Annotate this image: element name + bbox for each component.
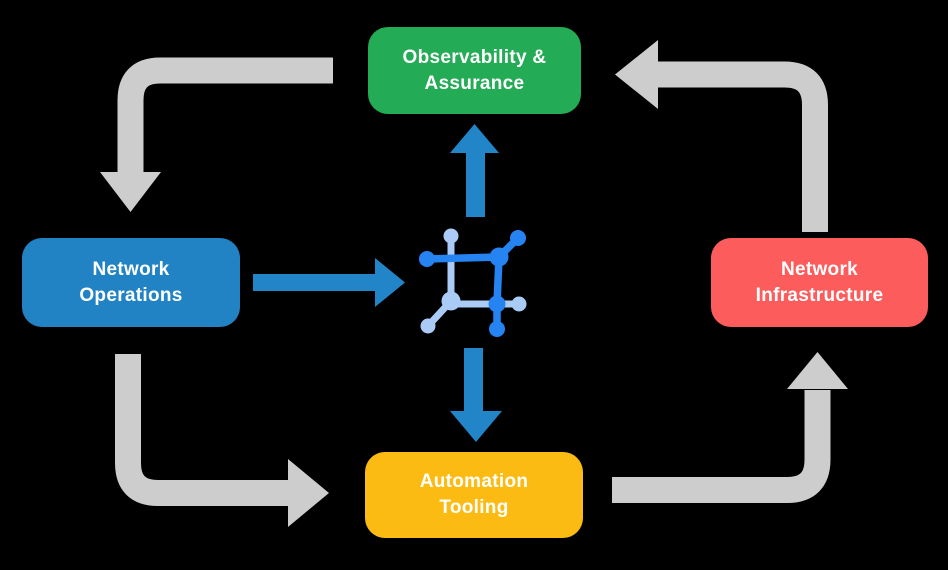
node-label-line: Automation	[419, 471, 529, 492]
node-label-line: Tooling	[439, 497, 509, 518]
node-label-line: Observability &	[402, 46, 547, 68]
network-mesh-dark-branch	[419, 230, 526, 337]
node-label-line: Infrastructure	[755, 284, 884, 306]
node-label-line: Operations	[79, 284, 183, 306]
node-label: Network Infrastructure	[756, 257, 884, 309]
flow-arrow-core-to-tooling	[450, 348, 502, 442]
node-label-line: Assurance	[424, 72, 525, 94]
node-observability-assurance: Observability & Assurance	[368, 27, 581, 114]
node-label-line: Network	[780, 258, 859, 280]
cycle-arrow-ops-to-tooling	[115, 354, 329, 527]
cycle-arrow-obs-to-ops	[100, 57, 333, 212]
node-label: Observability & Assurance	[403, 45, 547, 97]
node-network-infrastructure: Network Infrastructure	[711, 238, 928, 327]
node-network-operations: Network Operations	[22, 238, 240, 327]
node-label: Network Operations	[79, 257, 182, 309]
cycle-arrow-tooling-to-infra	[612, 352, 848, 503]
node-automation-tooling: Automation Tooling	[365, 452, 583, 538]
network-mesh-light-branch	[420, 228, 527, 334]
node-label-line: Network	[92, 258, 170, 280]
flow-arrow-core-to-obs	[450, 124, 499, 217]
node-label: Automation Tooling	[420, 469, 529, 521]
cycle-arrow-infra-to-obs	[615, 40, 828, 232]
network-mesh-icon	[419, 228, 527, 337]
flow-arrow-ops-to-core	[253, 258, 405, 307]
